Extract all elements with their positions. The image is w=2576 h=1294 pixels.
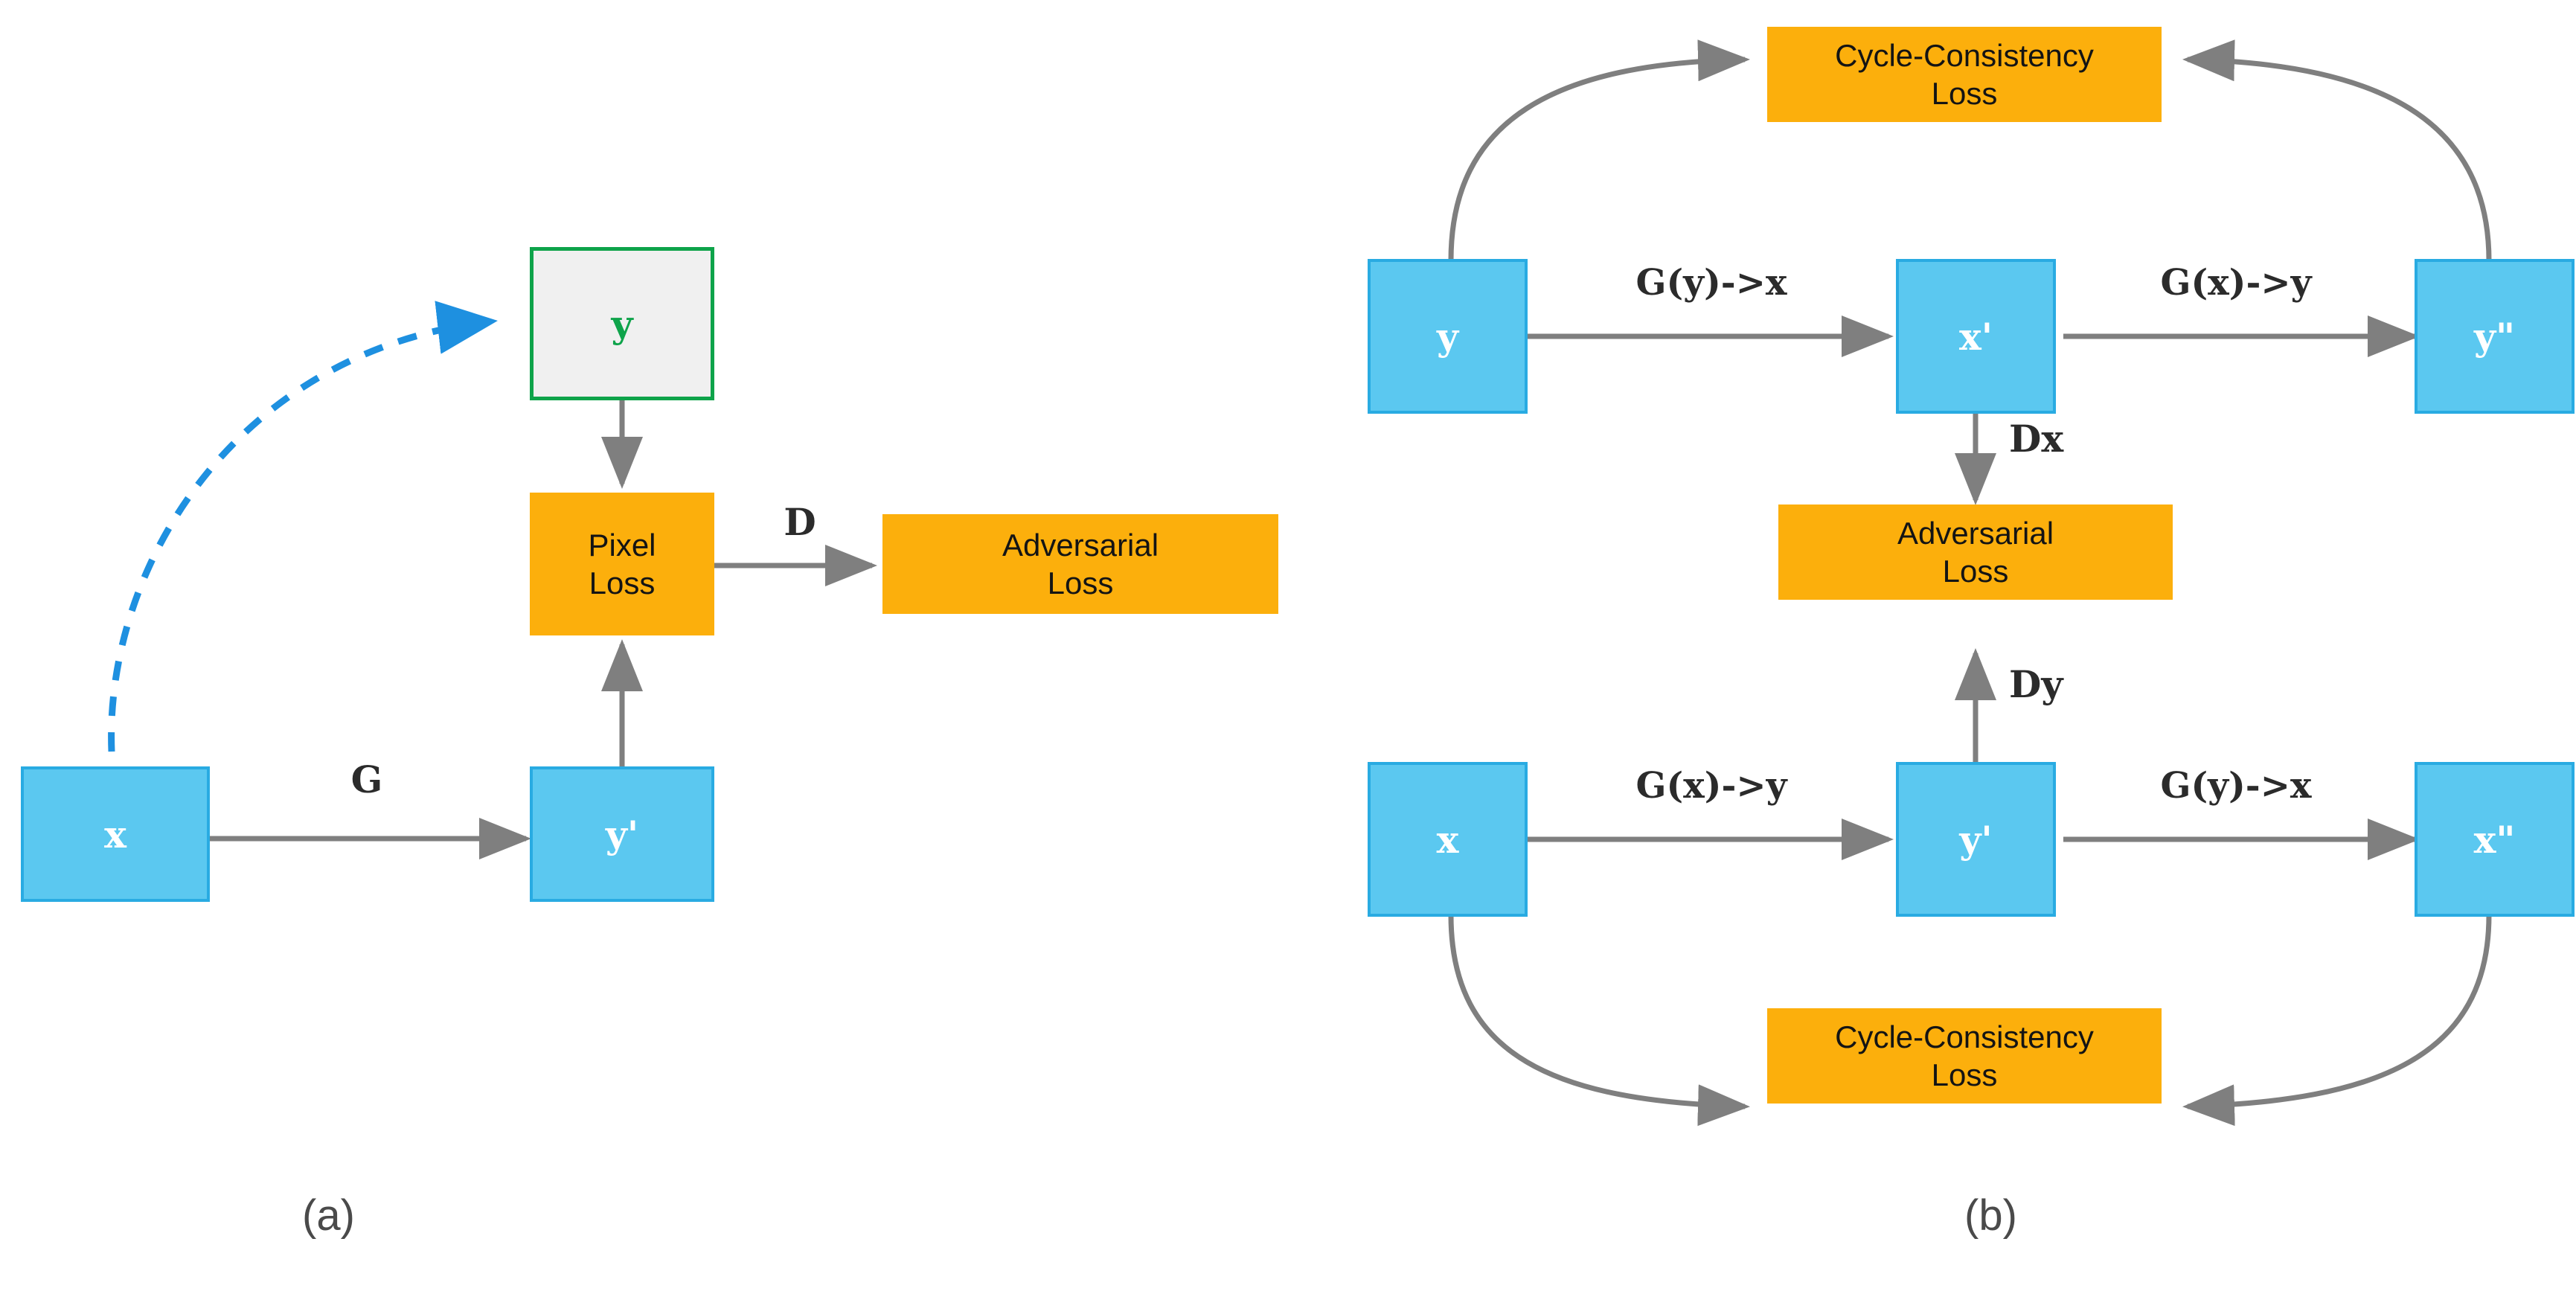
node-b-y-prime-label: y' [1959, 817, 1993, 862]
node-a-pixel-loss-line2: Loss [589, 566, 656, 600]
node-a-y[interactable]: y [530, 247, 714, 400]
node-b-x-double-prime-label: x" [2473, 817, 2516, 862]
node-a-pixel-loss[interactable]: Pixel Loss [530, 493, 714, 635]
node-b-cycle-loss-top-line1: Cycle-Consistency [1835, 37, 2094, 73]
node-b-cycle-loss-top-line2: Loss [1931, 76, 1998, 111]
node-b-cycle-loss-top[interactable]: Cycle-Consistency Loss [1767, 27, 2162, 122]
node-b-y-double-prime[interactable]: y" [2415, 259, 2575, 414]
edge-b-xdoubleprime-to-cycleloss-bottom [2182, 915, 2492, 1127]
edge-b-ydoubleprime-to-cycleloss-top [2182, 39, 2492, 261]
node-b-cycle-loss-bottom-line1: Cycle-Consistency [1835, 1019, 2094, 1054]
node-a-x[interactable]: x [21, 766, 210, 902]
edge-label-b-bottom-right: G(y)->x [2160, 765, 2312, 807]
node-b-adversarial-loss-line1: Adversarial [1897, 515, 2054, 551]
edge-b-x-to-cycleloss-bottom [1448, 915, 1750, 1127]
node-a-y-label: y [611, 301, 633, 346]
node-b-y[interactable]: y [1368, 259, 1528, 414]
node-b-y-prime[interactable]: y' [1896, 762, 2056, 917]
node-a-adversarial-loss[interactable]: Adversarial Loss [882, 514, 1278, 614]
panel-a-caption: (a) [302, 1191, 355, 1240]
node-a-pixel-loss-line1: Pixel [588, 527, 656, 563]
node-b-cycle-loss-bottom[interactable]: Cycle-Consistency Loss [1767, 1008, 2162, 1104]
node-b-x-double-prime[interactable]: x" [2415, 762, 2575, 917]
node-b-x-prime[interactable]: x' [1896, 259, 2056, 414]
node-b-x-label: x [1436, 817, 1459, 862]
node-b-adversarial-loss-line2: Loss [1942, 554, 2009, 589]
node-b-y-label: y [1436, 314, 1459, 359]
node-b-adversarial-loss[interactable]: Adversarial Loss [1778, 505, 2173, 600]
edge-label-b-top-right: G(x)->y [2160, 262, 2312, 304]
edge-label-b-top-left: G(y)->x [1635, 262, 1787, 304]
edge-label-a-generator: G [350, 757, 383, 801]
node-b-x-prime-label: x' [1958, 314, 1993, 359]
node-b-x[interactable]: x [1368, 762, 1528, 917]
edge-label-a-discriminator: D [784, 500, 816, 544]
node-a-y-prime-label: y' [605, 812, 639, 856]
node-a-y-prime[interactable]: y' [530, 766, 714, 902]
edge-label-b-bottom-left: G(x)->y [1635, 765, 1787, 807]
node-a-adversarial-loss-line2: Loss [1047, 566, 1114, 600]
node-b-y-double-prime-label: y" [2473, 314, 2516, 359]
edge-label-b-disc-y: Dy [2009, 662, 2063, 706]
node-a-adversarial-loss-line1: Adversarial [1002, 527, 1159, 563]
node-a-x-label: x [104, 812, 126, 856]
panel-b-caption: (b) [1964, 1191, 2017, 1240]
edge-label-b-disc-x: Dx [2009, 417, 2064, 461]
edge-x-to-y-dashed [108, 301, 498, 752]
node-b-cycle-loss-bottom-line2: Loss [1931, 1057, 1998, 1092]
edge-b-y-to-cycleloss-top [1448, 39, 1750, 261]
